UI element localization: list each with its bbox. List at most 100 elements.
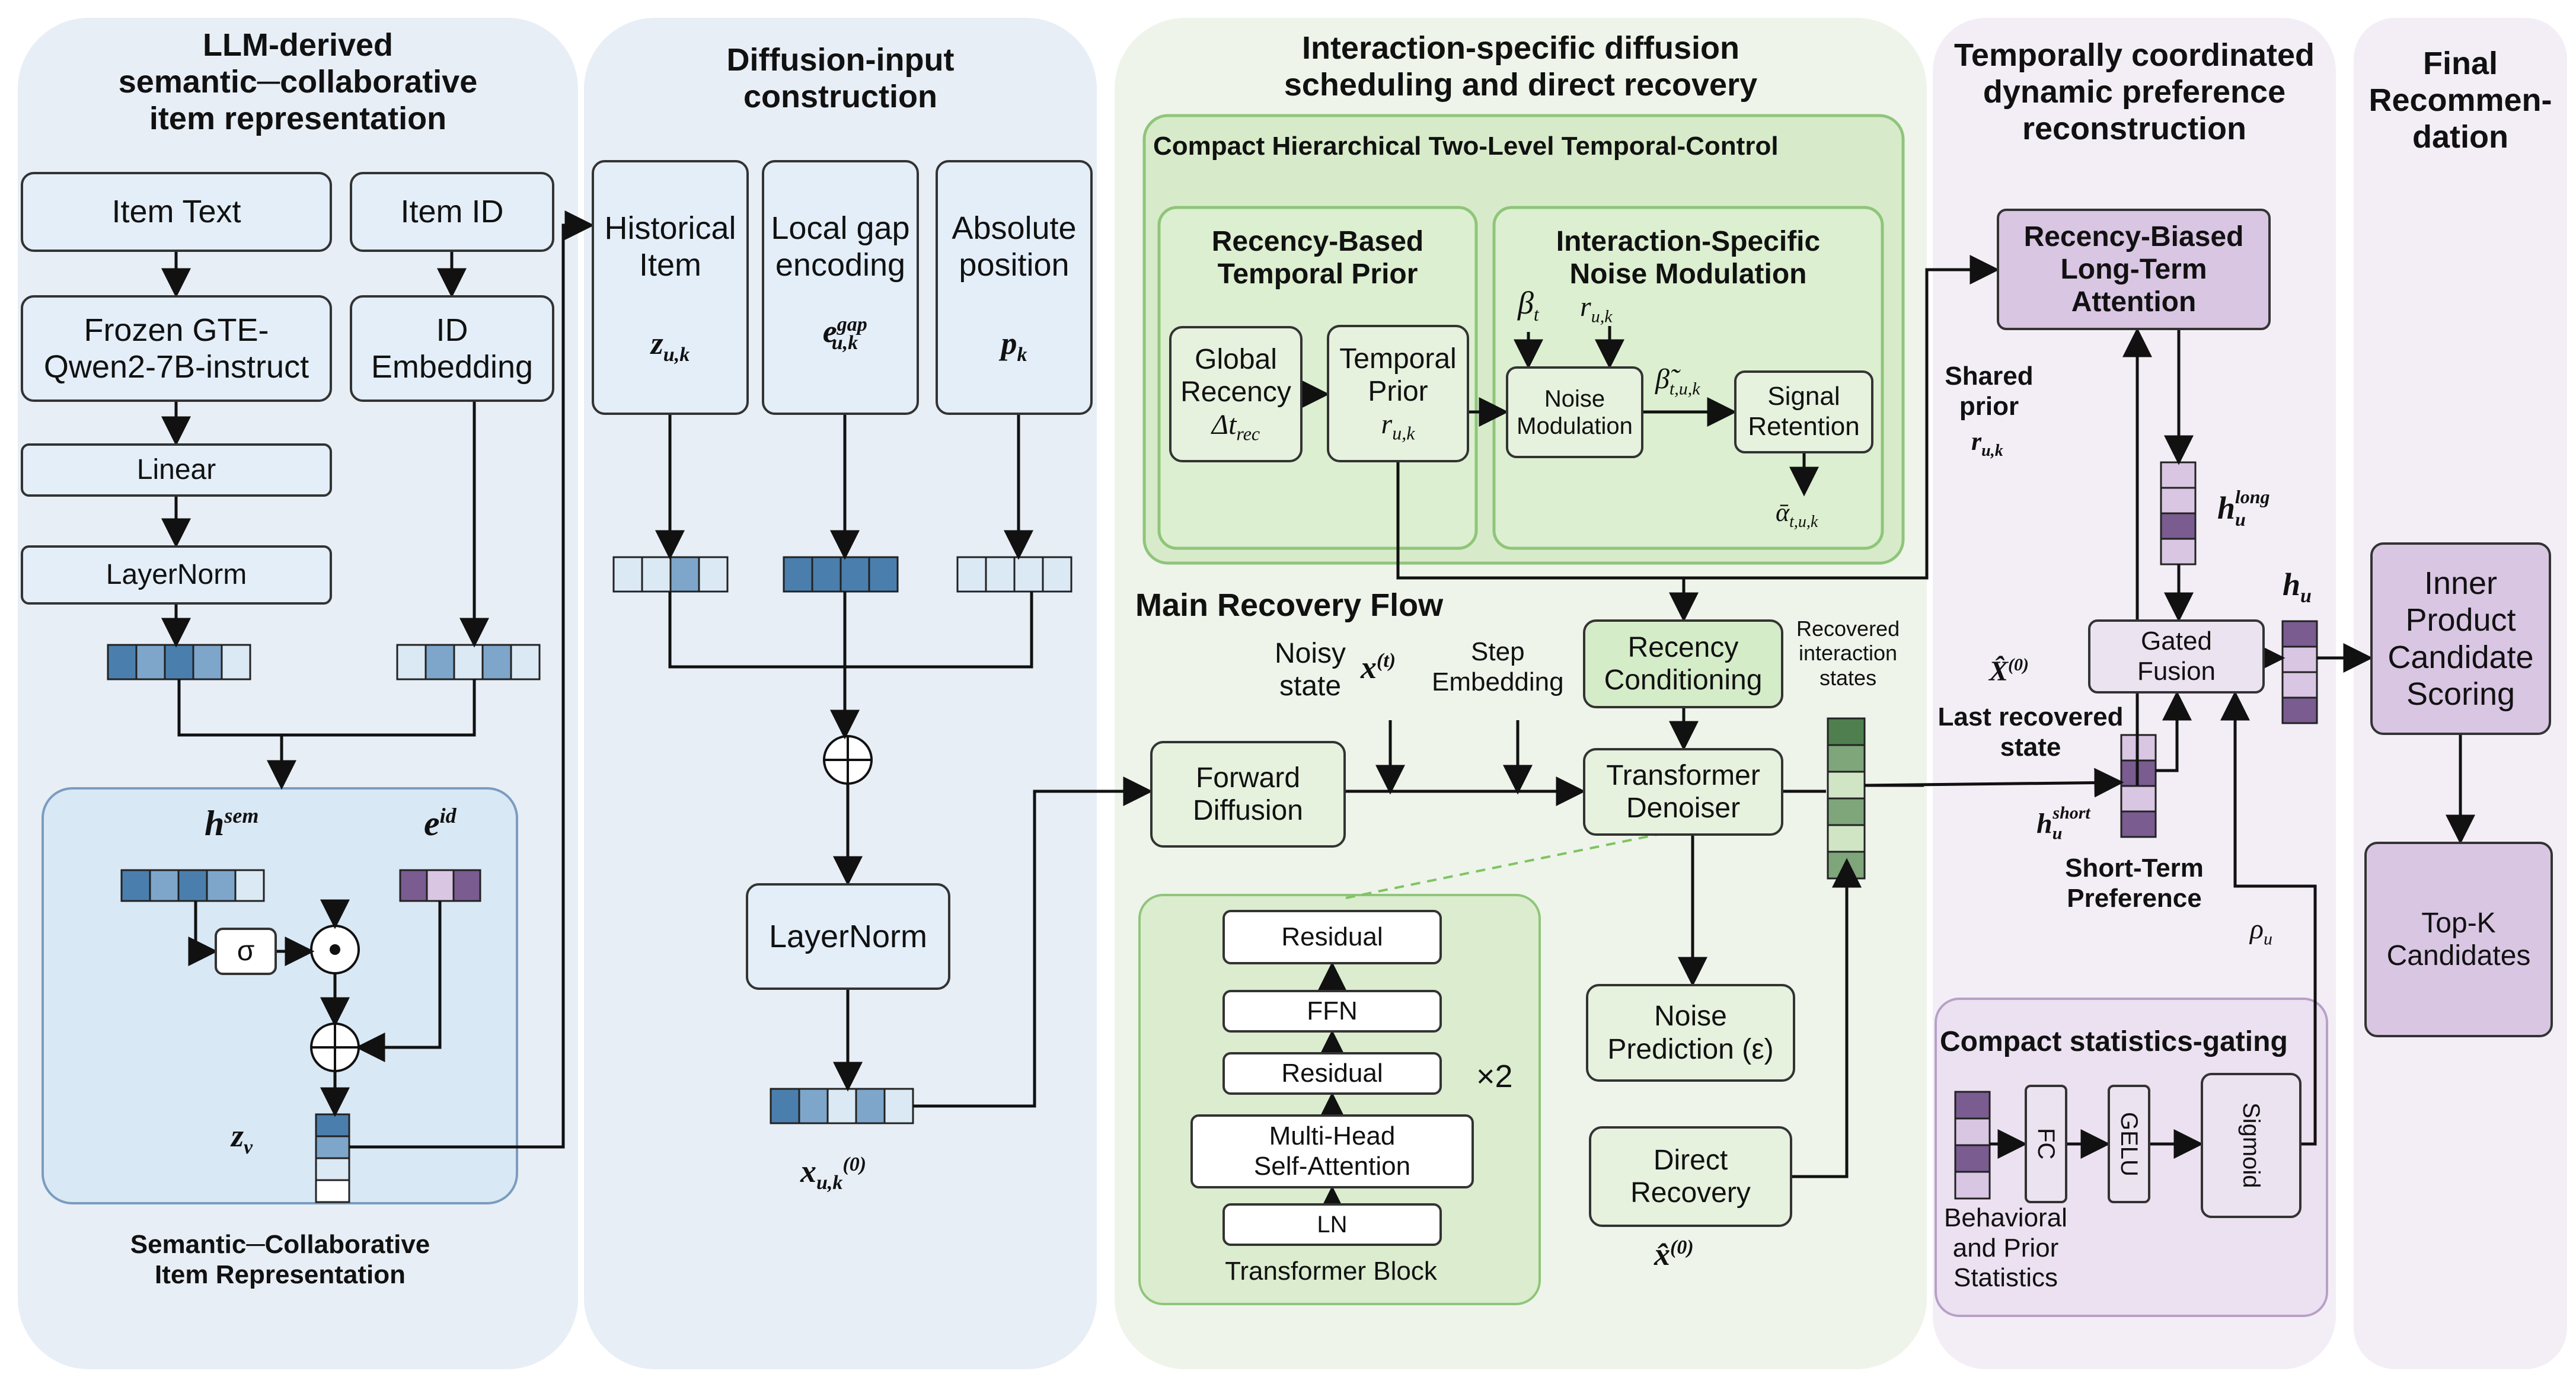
noise-modulation-panel [1492,206,1884,550]
arrow-zv-to-panel2 [349,210,595,1149]
long-term-attention-box: Recency-Biased Long-Term Attention [1997,209,2271,330]
gelu-box: GELU [2108,1085,2150,1203]
semantic-collab-panel [42,787,518,1204]
rho-u-symbol: ρu [2250,913,2273,949]
semantic-vector [107,644,251,680]
e-gap-vector [783,556,899,593]
z-v-symbol: zv [231,1118,253,1158]
z-uk-symbol: zu,k [650,325,690,366]
noise-mod-title: Interaction-Specific Noise Modulation [1556,226,1821,290]
alpha-bar-symbol: ᾱt,u,k [1776,498,1818,531]
topk-box: Top-K Candidates [2364,842,2553,1037]
arrow-shared-prior [1684,255,2000,580]
recovered-states-label: Recovered interaction states [1796,616,1900,690]
block-caption: Transformer Block [1225,1257,1437,1286]
id-embedding-box: ID Embedding [350,295,554,402]
block-residual-top: Residual [1222,910,1442,964]
local-gap-box: Local gap encoding egapu,k [762,160,919,415]
noise-modulation-box: Noise Modulation [1506,366,1643,458]
delta-t-rec-symbol: Δtrec [1211,409,1260,445]
hadamard-product-circle [310,925,360,974]
sigmoid-box: Sigmoid [2201,1073,2302,1218]
sum-circle-1 [310,1022,360,1072]
stats-gating-title: Compact statistics-gating [1940,1026,2288,1057]
block-mhsa: Multi-Head Self-Attention [1190,1114,1474,1188]
layernorm-box-1: LayerNorm [21,545,332,605]
arrow-sigmoid-fusion [2220,691,2317,1146]
main-flow-title: Main Recovery Flow [1135,587,1444,623]
layernorm-box-2: LayerNorm [746,883,950,990]
noise-prediction-box: Noise Prediction (ε) [1586,984,1795,1082]
last-recovered-label: Last recovered state [1937,702,2124,762]
x-t-symbol: x(t) [1361,650,1396,685]
r-uk-symbol: ru,k [1381,408,1415,445]
h-long-symbol: hulong [2217,486,2270,530]
fc-box: FC [2025,1085,2067,1203]
x0-vector [770,1088,914,1124]
shared-prior-label: Shared prior [1945,362,2034,421]
x-hat-label: X̂(0) [1989,655,2029,687]
h-long-vector [2160,461,2197,565]
semantic-collab-caption: Semantic─Collaborative Item Representati… [130,1230,430,1289]
step-embedding-label: Step Embedding [1432,637,1564,696]
behavioral-stats-label: Behavioral and Prior Statistics [1944,1203,2067,1293]
recency-conditioning-box: Recency Conditioning [1583,619,1783,708]
arrow-vectors-merge [668,592,1033,669]
arrow-merge-down [177,679,476,737]
sum-circle-2 [823,735,873,785]
p-k-symbol: pk [1001,325,1027,366]
short-term-label: Short-Term Preference [2065,854,2204,913]
stats-vector [1954,1091,1991,1200]
z-uk-vector [612,556,729,593]
h-sem-symbol: hsem [205,804,259,843]
beta-t-symbol: βt [1518,285,1539,325]
recovered-states-vector [1827,717,1866,880]
global-recency-box: Global Recency Δtrec [1169,326,1303,462]
x-hat-0-symbol: x̂(0) [1654,1236,1694,1272]
section-2-title: Diffusion-input construction [726,42,955,115]
section-4-title: Temporally coordinated dynamic preferenc… [1953,37,2315,147]
section-1-title: LLM-derived semantic─collaborative item … [118,27,478,137]
id-vector [396,644,541,680]
arrow-x0-forward [913,776,1153,1108]
temporal-prior-box: Temporal Prior ru,k [1327,325,1469,462]
scoring-box: Inner Product Candidate Scoring [2370,542,2551,735]
h-u-vector [2281,620,2318,724]
p-k-vector [956,556,1072,593]
sigma-gate: σ [215,928,277,975]
absolute-position-box: Absolute position pk [936,160,1093,415]
transformer-denoiser-box: Transformer Denoiser [1583,748,1783,836]
arrow-hsem-gate [188,901,218,966]
arrow-direct-recovered [1792,858,1862,1178]
e-id-vector [399,869,481,902]
compact-control-title: Compact Hierarchical Two-Level Temporal-… [1153,132,1779,161]
block-dashed-link [1345,829,1681,899]
section-3-title: Interaction-specific diffusion schedulin… [1284,30,1758,103]
h-u-symbol: hu [2283,567,2312,607]
forward-diffusion-box: Forward Diffusion [1150,741,1346,848]
noisy-state-label: Noisy state [1275,638,1346,702]
arrow-recovered-short [1864,768,2124,798]
h-sem-vector [120,869,265,902]
item-id-box: Item ID [350,172,554,252]
block-ln: LN [1222,1203,1442,1246]
block-ffn: FFN [1222,990,1442,1033]
historical-item-box: Historical Item zu,k [592,160,749,415]
beta-tilde-symbol: β̃t,u,k [1655,363,1700,399]
e-gap-symbol: egapu,k [822,314,867,354]
signal-retention-box: Signal Retention [1734,370,1873,453]
h-short-symbol: hushort [2036,803,2090,843]
r-uk-symbol-2: ru,k [1580,291,1613,327]
arrow-eid-sum [355,901,442,1062]
linear-box: Linear [21,443,332,497]
z-v-vector [315,1113,350,1203]
x0-symbol: xu,k(0) [800,1153,867,1194]
times-two: ×2 [1476,1059,1513,1094]
item-text-box: Item Text [21,172,332,252]
block-residual-mid: Residual [1222,1052,1442,1095]
direct-recovery-box: Direct Recovery [1589,1126,1792,1227]
shared-r-symbol: ru,k [1971,427,2003,460]
arrow-temporal-down [1396,462,1699,622]
section-5-title: Final Recommen- dation [2368,46,2552,155]
